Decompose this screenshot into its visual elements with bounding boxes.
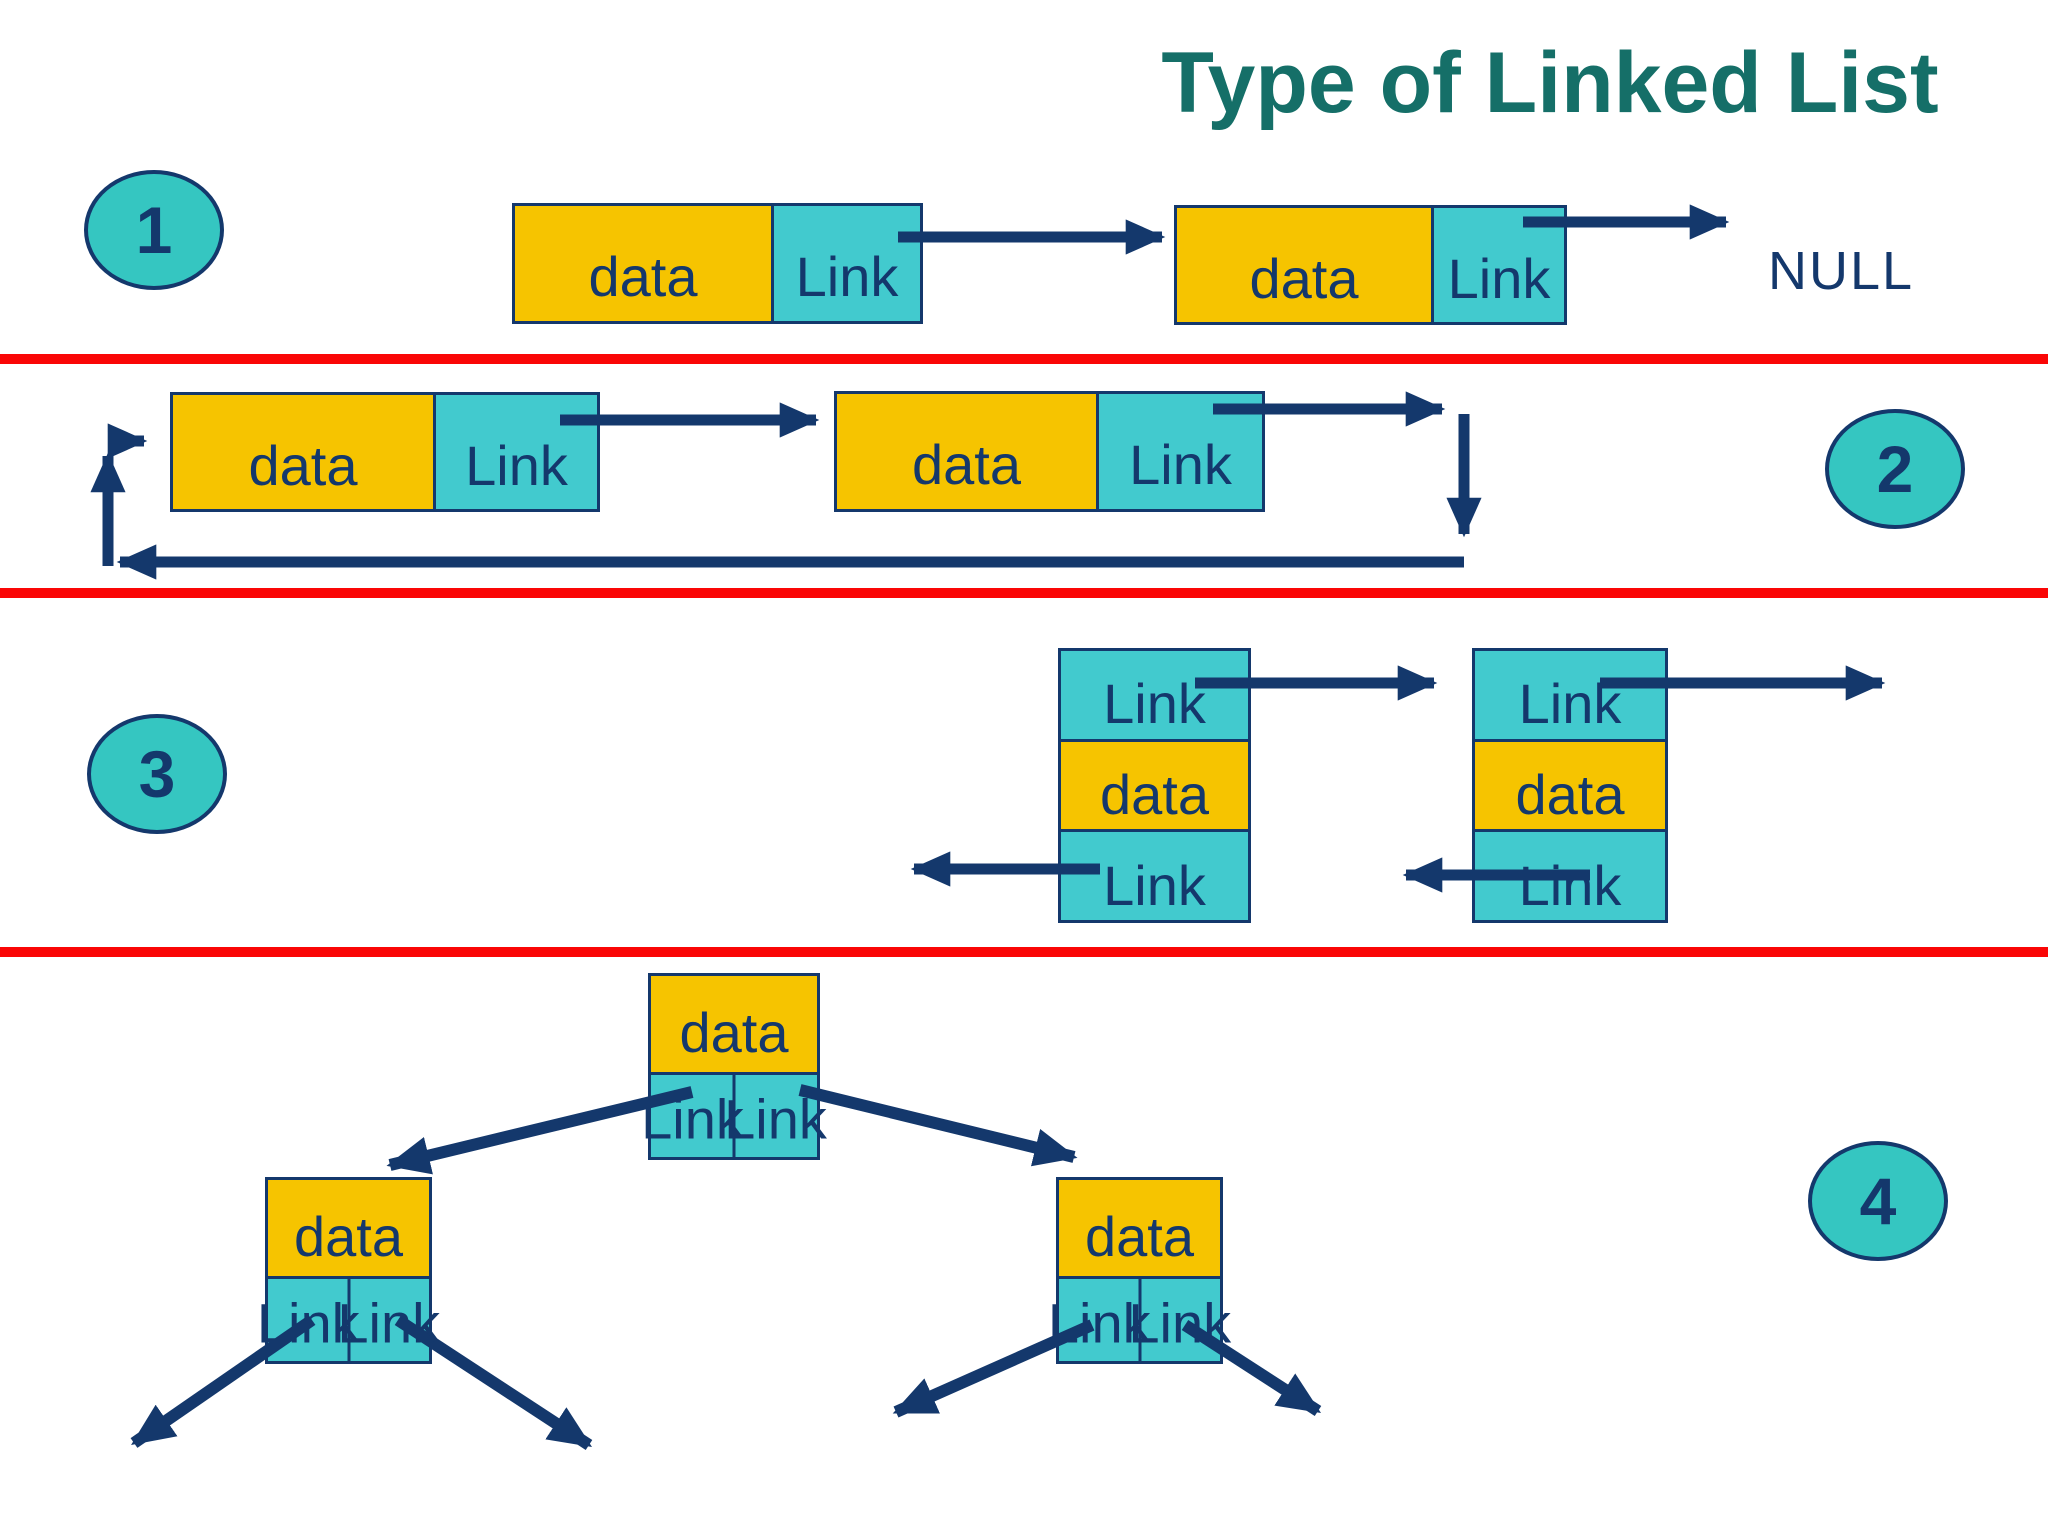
- data-cell: data: [265, 1177, 432, 1279]
- badge-4: 4: [1808, 1141, 1948, 1261]
- data-cell: data: [1056, 1177, 1223, 1279]
- badge-1: 1: [84, 170, 224, 290]
- badge-3: 3: [87, 714, 227, 834]
- data-label: data: [679, 1000, 789, 1064]
- data-cell: data: [1061, 738, 1248, 833]
- link-label-right: Link: [1128, 1291, 1232, 1355]
- link-label: Link: [1103, 672, 1206, 736]
- link-cell: Link: [1096, 394, 1262, 509]
- data-label: data: [1249, 246, 1359, 310]
- link-label-right: Link: [724, 1087, 827, 1151]
- circular-list-node-2: data Link: [834, 391, 1265, 512]
- badge-4-number: 4: [1859, 1164, 1897, 1238]
- link-label-right: Link: [337, 1291, 441, 1355]
- link-cell: Link: [771, 206, 920, 321]
- null-terminator: NULL: [1768, 241, 1915, 301]
- data-cell: data: [648, 973, 820, 1075]
- link-pair-divider: [347, 1279, 350, 1361]
- data-label: data: [1515, 763, 1625, 826]
- doubly-list-node-2: Link data Link: [1472, 648, 1668, 923]
- badge-1-number: 1: [135, 193, 173, 267]
- badge-3-number: 3: [138, 737, 176, 811]
- badge-2-number: 2: [1876, 432, 1914, 506]
- data-cell: data: [1177, 208, 1431, 322]
- link-label: Link: [465, 433, 568, 497]
- arrow-root-to-right-child: [798, 1084, 1078, 1167]
- link-pair-row: Link Link: [641, 1075, 827, 1160]
- tree-left-child-node: data Link Link: [257, 1177, 440, 1364]
- data-label: data: [294, 1204, 403, 1268]
- link-label: Link: [1518, 853, 1622, 917]
- link-label: Link: [1447, 246, 1551, 310]
- singly-list-node-2: data Link: [1174, 205, 1567, 325]
- singly-list-node-1: data Link: [512, 203, 923, 324]
- data-cell: data: [1475, 738, 1665, 833]
- page-title: Type of Linked List: [1161, 35, 1939, 131]
- data-cell: data: [173, 395, 433, 509]
- link-cell: Link: [433, 395, 597, 509]
- section-divider-2: [0, 588, 2048, 598]
- section-divider-3: [0, 947, 2048, 957]
- link-pair-divider: [1138, 1279, 1141, 1361]
- data-label: data: [912, 433, 1021, 496]
- section-divider-1: [0, 354, 2048, 364]
- data-label: data: [588, 245, 698, 308]
- tree-right-child-node: data Link Link: [1048, 1177, 1231, 1364]
- link-pair-divider: [732, 1075, 736, 1157]
- doubly-list-node-1: Link data Link: [1058, 648, 1251, 923]
- link-cell-prev: Link: [1475, 651, 1665, 739]
- link-label: Link: [1518, 672, 1622, 736]
- data-label: data: [248, 433, 358, 497]
- link-cell: Link: [1431, 208, 1564, 322]
- link-label: Link: [1129, 433, 1232, 496]
- data-label: data: [1100, 763, 1209, 826]
- link-pair-row: Link Link: [257, 1279, 440, 1364]
- link-cell-next: Link: [1475, 832, 1665, 921]
- link-cell-prev: Link: [1061, 651, 1248, 739]
- data-cell: data: [515, 206, 771, 321]
- badge-2: 2: [1825, 409, 1965, 529]
- link-label: Link: [1103, 853, 1206, 917]
- data-label: data: [1085, 1204, 1194, 1268]
- data-cell: data: [837, 394, 1096, 509]
- link-pair-row: Link Link: [1048, 1279, 1231, 1364]
- circular-list-node-1: data Link: [170, 392, 600, 512]
- tree-root-node: data Link Link: [641, 973, 827, 1160]
- link-label: Link: [795, 245, 899, 308]
- link-cell-next: Link: [1061, 832, 1248, 921]
